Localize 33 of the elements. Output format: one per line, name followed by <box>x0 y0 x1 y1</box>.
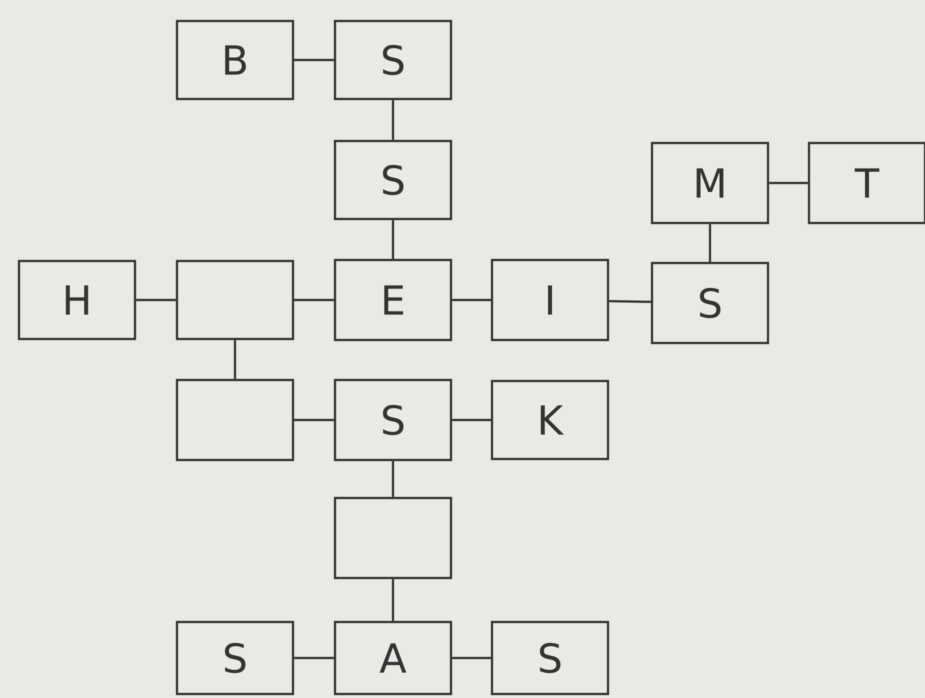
letter-box: B <box>176 20 294 100</box>
connector-line <box>136 298 176 302</box>
letter-box: S <box>334 378 452 462</box>
connector-line <box>452 656 491 660</box>
letter-box: E <box>334 258 452 342</box>
empty-box <box>334 496 452 580</box>
letter-box: S <box>334 20 452 100</box>
letter-box: I <box>490 258 610 342</box>
empty-box <box>176 378 294 462</box>
letter-box: K <box>490 380 610 460</box>
connector-line <box>234 340 236 379</box>
connector-line <box>392 461 394 497</box>
connector-line <box>769 182 808 184</box>
connector-line <box>392 579 394 621</box>
letter-box: T <box>808 142 925 224</box>
connector-line <box>452 418 491 422</box>
letter-box: H <box>18 260 136 340</box>
connector-line <box>294 298 334 302</box>
connector-line <box>294 656 334 660</box>
letter-box: S <box>490 620 610 696</box>
empty-box <box>176 260 294 340</box>
letter-box: S <box>176 620 294 696</box>
connector-line <box>294 58 334 62</box>
letter-box: A <box>334 620 452 696</box>
letter-box: S <box>334 140 452 220</box>
letter-box: S <box>650 262 770 344</box>
connector-line <box>708 224 712 262</box>
connector-line <box>452 298 491 302</box>
connector-line <box>392 220 394 259</box>
letter-box: M <box>650 142 770 224</box>
connector-line <box>392 100 394 140</box>
connector-line <box>609 300 651 303</box>
connector-line <box>294 418 334 422</box>
